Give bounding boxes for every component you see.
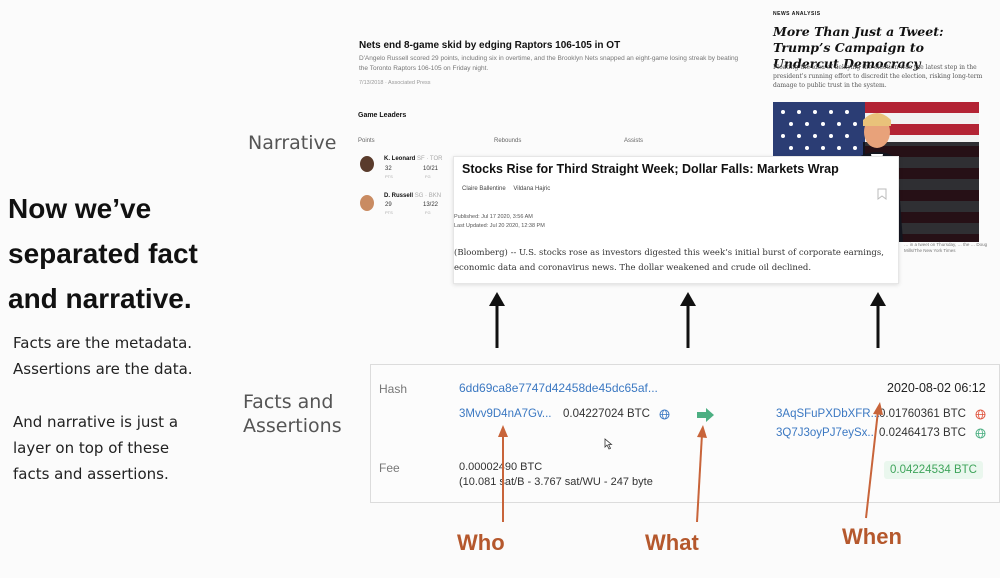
fee-value: 0.00002490 BTC: [459, 461, 543, 473]
globe-icon[interactable]: [975, 426, 986, 444]
sports-article-summary: D'Angelo Russell scored 29 points, inclu…: [359, 55, 739, 72]
fee-detail: (10.081 sat/B - 3.767 sat/WU - 247 byte: [459, 476, 653, 488]
bookmark-icon[interactable]: [877, 185, 887, 204]
author-name[interactable]: Vildana Hajric: [513, 186, 551, 192]
who-caption: Who: [457, 530, 505, 555]
stat-label: FG: [425, 174, 431, 179]
player-fg: 13/22: [423, 202, 439, 208]
transaction-details: Hash 6dd69ca8e7747d42458de45dc65af... 20…: [370, 364, 1000, 503]
sports-article-meta: 7/13/2018 · Associated Press: [359, 80, 431, 86]
output-address-link[interactable]: 3AqSFuPXDbXFR...: [776, 408, 881, 420]
player-avatar: [360, 156, 374, 172]
stat-label: FG: [425, 210, 431, 215]
stat-label: PTS: [385, 210, 393, 215]
news-kicker: NEWS ANALYSIS: [773, 11, 821, 17]
mouse-cursor-icon: [603, 437, 613, 455]
player-row[interactable]: [360, 156, 374, 172]
headline-line: separated fact: [8, 238, 198, 269]
column-header-assists: Assists: [624, 138, 644, 144]
column-header-points: Points: [358, 138, 375, 144]
updated-date: Last Updated: Jul 20 2020, 12:38 PM: [454, 223, 545, 229]
globe-icon[interactable]: [659, 407, 670, 425]
player-name: K. Leonard SF · TOR: [384, 156, 443, 162]
player-row[interactable]: [360, 195, 374, 211]
narrative-label: Narrative: [248, 132, 337, 154]
label-line: Facts and: [243, 391, 334, 413]
when-caption: When: [842, 524, 902, 549]
orange-arrow-icon: [498, 425, 508, 437]
author-name[interactable]: Claire Ballentine: [462, 186, 506, 192]
news-headline[interactable]: More Than Just a Tweet: Trump’s Campaign…: [773, 24, 944, 71]
slide-headline: Now we’ve separated fact and narrative.: [8, 186, 248, 321]
player-points: 32: [385, 166, 392, 172]
player-avatar: [360, 195, 374, 211]
label-line: Assertions: [243, 415, 342, 437]
fee-label: Fee: [379, 461, 400, 475]
arrow-up-icon: [870, 292, 886, 306]
news-photo-caption: … in a tweet on Thursday, … the … Doug M…: [904, 242, 988, 253]
player-points: 29: [385, 202, 392, 208]
published-date: Published: Jul 17 2020, 3:56 AM: [454, 214, 533, 220]
total-amount-badge: 0.04224534 BTC: [884, 461, 983, 479]
orange-arrow-icon: [697, 425, 707, 438]
player-name: D. Russell SG · BKN: [384, 193, 442, 199]
tx-hash-link[interactable]: 6dd69ca8e7747d42458de45dc65af...: [459, 381, 658, 395]
stat-label: PTS: [385, 174, 393, 179]
bloomberg-article-card[interactable]: Stocks Rise for Third Straight Week; Dol…: [453, 156, 899, 284]
output-amount: 0.02464173 BTC: [879, 427, 966, 439]
bloomberg-authors: Claire Ballentine Vildana Hajric: [462, 186, 550, 192]
orange-arrow-icon: [865, 410, 879, 519]
globe-icon[interactable]: [975, 407, 986, 425]
narrative-text-line: layer on top of these: [13, 439, 170, 457]
arrow-right-icon: [697, 408, 715, 427]
news-dek: Floating the idea of delaying the electi…: [773, 64, 983, 89]
facts-text-line: Assertions are the data.: [13, 360, 193, 378]
sports-article-title[interactable]: Nets end 8-game skid by edging Raptors 1…: [359, 40, 621, 51]
arrow-up-icon: [489, 292, 505, 306]
column-header-rebounds: Rebounds: [494, 138, 522, 144]
input-amount: 0.04227024 BTC: [563, 408, 650, 420]
headline-line: Now we’ve: [8, 193, 152, 224]
input-address-link[interactable]: 3Mvv9D4nA7Gv...: [459, 408, 552, 420]
hash-label: Hash: [379, 382, 408, 396]
output-address-link[interactable]: 3Q7J3oyPJ7eySx...: [776, 427, 877, 439]
narrative-text-line: And narrative is just a: [13, 413, 179, 431]
output-amount: 0.01760361 BTC: [879, 408, 966, 420]
bloomberg-body: (Bloomberg) -- U.S. stocks rose as inves…: [454, 248, 884, 273]
arrow-up-icon: [680, 292, 696, 306]
narrative-text-line: facts and assertions.: [13, 465, 169, 483]
game-leaders-title: Game Leaders: [358, 112, 407, 119]
facts-assertions-label: Facts and Assertions: [243, 390, 342, 438]
orange-arrow-icon: [873, 402, 883, 415]
player-fg: 10/21: [423, 166, 439, 172]
what-caption: What: [645, 530, 699, 555]
tx-timestamp: 2020-08-02 06:12: [887, 381, 986, 395]
headline-line: and narrative.: [8, 283, 192, 314]
facts-text-line: Facts are the metadata.: [13, 334, 193, 352]
orange-arrow-icon: [696, 433, 703, 523]
bloomberg-headline[interactable]: Stocks Rise for Third Straight Week; Dol…: [462, 162, 839, 176]
